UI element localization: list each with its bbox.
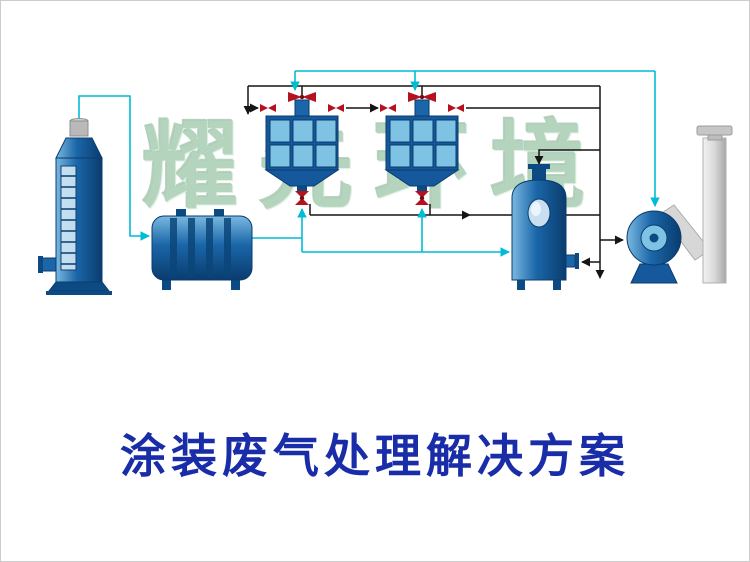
carbon-box-leg-right bbox=[231, 280, 240, 290]
spray-scrubber-tower bbox=[38, 118, 112, 295]
tower1-top-valve-hub bbox=[299, 94, 305, 100]
tower1-bottom-fan-hub bbox=[299, 195, 305, 201]
adsorption-tower-2 bbox=[380, 92, 464, 205]
tank-body bbox=[511, 179, 567, 281]
carbon-box-rib-2 bbox=[188, 218, 195, 278]
tower2-bottom-stub bbox=[417, 186, 427, 191]
tower2-left-valve-icon bbox=[380, 104, 396, 112]
tower1-hopper bbox=[264, 169, 340, 187]
carbon-box-rib-4 bbox=[224, 218, 231, 278]
carbon-box-rib-3 bbox=[206, 218, 213, 278]
tank-top-neck bbox=[532, 168, 546, 182]
carbon-box-nozzle-2 bbox=[214, 209, 224, 217]
tower1-right-valve-icon bbox=[328, 104, 344, 112]
tank-side-nozzle bbox=[565, 254, 576, 268]
tank-leg-left bbox=[517, 280, 525, 290]
tower2-bottom-fan-hub bbox=[419, 195, 425, 201]
tower2-hopper bbox=[384, 169, 460, 187]
tower1-top-pipe bbox=[294, 99, 310, 117]
activated-carbon-box bbox=[151, 209, 253, 290]
fan-hub bbox=[649, 233, 659, 243]
tank-top-flange bbox=[528, 164, 550, 169]
scrubber-base-plate bbox=[46, 291, 112, 295]
tower2-top-valve-hub bbox=[419, 94, 425, 100]
page-title: 涂装废气处理解决方案 bbox=[120, 429, 630, 483]
flow-lines-cyan bbox=[78, 70, 660, 257]
tank-sight-window-highlight bbox=[531, 202, 541, 216]
centrifugal-fan bbox=[626, 210, 682, 284]
chimney-body bbox=[702, 137, 727, 284]
cyan-line-scrubber-to-box bbox=[78, 95, 150, 241]
tower1-bottom-stub bbox=[297, 186, 307, 191]
chimney-rain-cap bbox=[696, 125, 733, 136]
tank-side-nozzle-flange bbox=[575, 253, 579, 269]
scrubber-side-pipe-flange bbox=[38, 256, 43, 273]
buffer-tank bbox=[511, 164, 579, 290]
carbon-box-rib-1 bbox=[170, 218, 177, 278]
fan-base bbox=[630, 263, 678, 284]
black-line-to-tank-top bbox=[534, 149, 600, 165]
tower1-left-valve-icon bbox=[260, 104, 276, 112]
scrubber-ladder-rungs bbox=[61, 175, 76, 265]
carbon-box-leg-left bbox=[162, 280, 171, 290]
carbon-box-nozzle-1 bbox=[176, 209, 186, 217]
scrubber-ladder bbox=[60, 165, 77, 271]
tower2-panels bbox=[389, 119, 457, 168]
tower1-panels bbox=[269, 119, 337, 168]
tower2-right-valve-icon bbox=[448, 104, 464, 112]
scrubber-side-pipe bbox=[41, 257, 57, 272]
tank-leg-right bbox=[553, 280, 561, 290]
tower2-top-pipe bbox=[414, 99, 430, 117]
scrubber-cap bbox=[69, 120, 89, 137]
scrubber-base bbox=[47, 281, 111, 292]
scrubber-shoulder bbox=[55, 137, 103, 159]
carbon-box-body bbox=[151, 215, 253, 281]
adsorption-tower-1 bbox=[260, 92, 344, 205]
